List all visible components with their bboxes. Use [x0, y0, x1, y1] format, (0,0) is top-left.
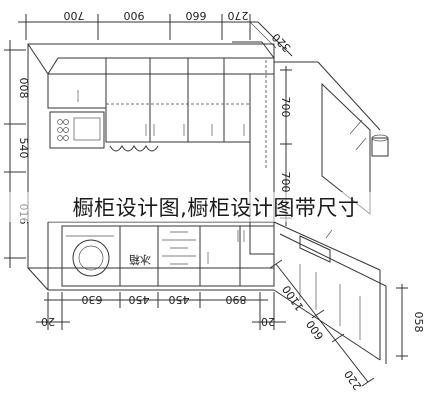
diagonal-dimensions: 1100 600 220 — [269, 259, 375, 393]
exhaust-pipe — [371, 134, 389, 157]
dim-left-2: 540 — [17, 138, 30, 159]
dim-right-wall-2: 700 — [279, 172, 292, 193]
side-base-cabinets — [273, 221, 387, 364]
bottom-dimension-line: 630 450 450 890 20 20 — [36, 292, 286, 330]
image-caption: 橱柜设计图,橱柜设计图带尺寸 — [0, 192, 432, 222]
base-cabinets — [47, 221, 275, 291]
dim-top-diagonal: 320 — [270, 30, 294, 54]
dim-right-height: 058 — [412, 312, 425, 333]
dim-bottom-small-right: 20 — [261, 315, 275, 328]
left-dimension-line: 008 540 016 — [4, 40, 30, 268]
dim-left-1: 008 — [17, 78, 30, 99]
dim-diagonal-end: 220 — [342, 368, 365, 393]
microwave — [49, 111, 105, 149]
dim-bottom-1: 630 — [82, 293, 103, 306]
fridge-label: 冰箱 — [129, 253, 151, 267]
top-diagonal-dimension: 320 — [249, 21, 294, 57]
dim-top-4: 270 — [228, 9, 249, 22]
right-height-dimension: 058 — [396, 284, 425, 360]
dim-bottom-2: 450 — [129, 293, 150, 306]
dim-top-1: 700 — [64, 9, 85, 22]
range-hood — [109, 145, 159, 152]
fridge-label-box: 冰箱 — [129, 253, 151, 267]
upper-cabinets — [47, 57, 251, 143]
dim-bottom-4: 890 — [226, 293, 247, 306]
top-dimension-line: 700 900 660 270 — [18, 9, 258, 40]
dim-diagonal-depth: 600 — [304, 318, 327, 343]
washing-machine — [66, 235, 114, 277]
dim-top-3: 660 — [186, 9, 207, 22]
dim-top-2: 900 — [124, 9, 145, 22]
dim-bottom-small-left: 20 — [41, 315, 55, 328]
dim-right-wall-1: 700 — [279, 97, 292, 118]
dim-bottom-3: 450 — [169, 293, 190, 306]
